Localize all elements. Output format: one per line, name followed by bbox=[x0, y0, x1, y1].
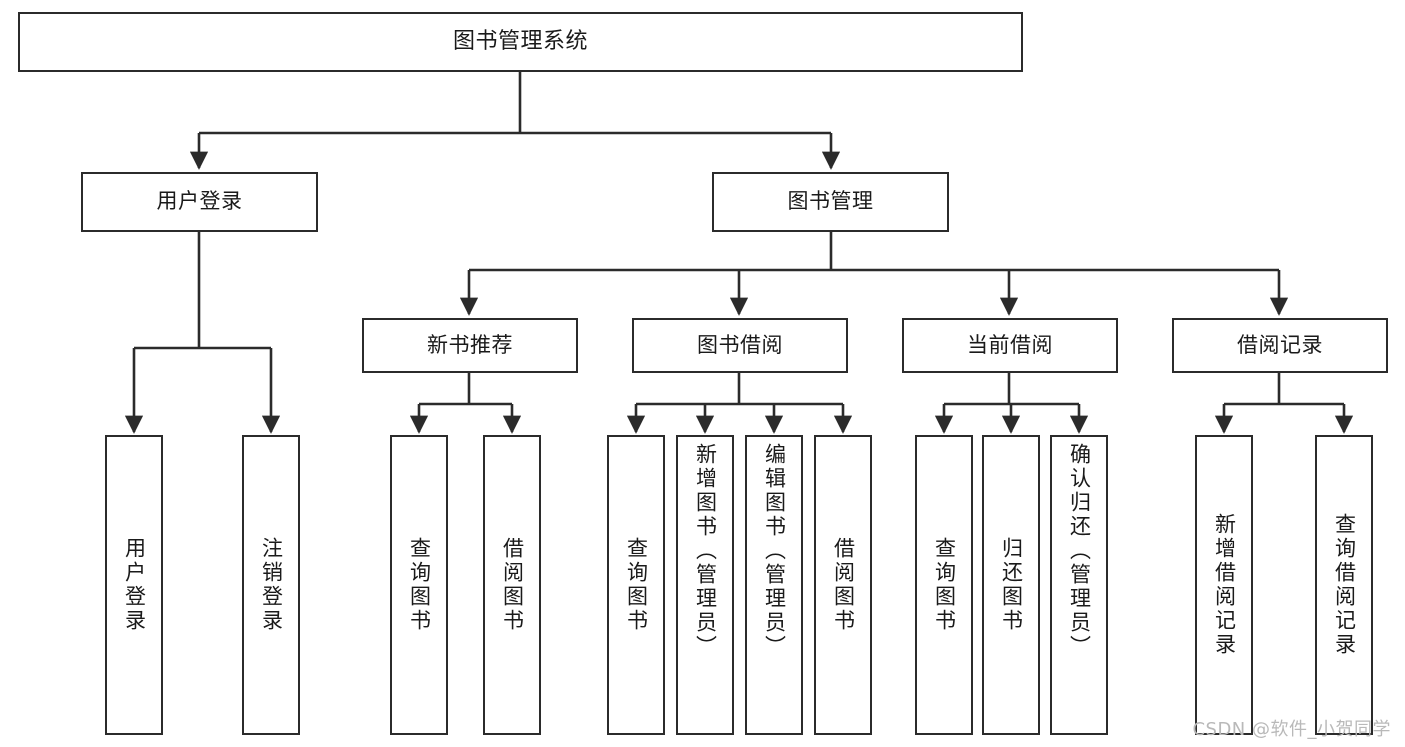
node-label: 归还图书 bbox=[999, 537, 1024, 633]
node-label: 查询图书 bbox=[932, 537, 957, 633]
node-user-login[interactable]: 用户登录 bbox=[81, 172, 318, 232]
node-label: 借阅记录 bbox=[1237, 332, 1323, 357]
node-label: 确认归还（管理员） bbox=[1067, 443, 1092, 659]
node-new-book-recommend[interactable]: 新书推荐 bbox=[362, 318, 578, 373]
node-borrow-record[interactable]: 借阅记录 bbox=[1172, 318, 1388, 373]
leaf-add-borrow-record[interactable]: 新增借阅记录 bbox=[1195, 435, 1253, 735]
node-label: 查询图书 bbox=[407, 537, 432, 633]
node-label: 图书管理 bbox=[787, 189, 874, 214]
node-label: 当前借阅 bbox=[967, 332, 1053, 357]
leaf-borrow-book-borrow[interactable]: 借阅图书 bbox=[814, 435, 872, 735]
leaf-query-book-current[interactable]: 查询图书 bbox=[915, 435, 973, 735]
node-book-borrow[interactable]: 图书借阅 bbox=[632, 318, 848, 373]
node-label: 查询图书 bbox=[624, 537, 649, 633]
leaf-borrow-book-recommend[interactable]: 借阅图书 bbox=[483, 435, 541, 735]
node-label: 注销登录 bbox=[259, 537, 284, 633]
node-label: 编辑图书（管理员） bbox=[762, 443, 787, 659]
leaf-query-book-recommend[interactable]: 查询图书 bbox=[390, 435, 448, 735]
node-label: 借阅图书 bbox=[500, 537, 525, 633]
node-root-book-management-system[interactable]: 图书管理系统 bbox=[18, 12, 1023, 72]
watermark-text: CSDN @软件_小贺同学 bbox=[1192, 719, 1391, 740]
node-label: 新增借阅记录 bbox=[1212, 513, 1237, 657]
leaf-return-book[interactable]: 归还图书 bbox=[982, 435, 1040, 735]
node-label: 图书管理系统 bbox=[452, 28, 588, 54]
leaf-logout-login[interactable]: 注销登录 bbox=[242, 435, 300, 735]
node-label: 用户登录 bbox=[122, 537, 147, 633]
leaf-add-book-admin[interactable]: 新增图书（管理员） bbox=[676, 435, 734, 735]
node-label: 图书借阅 bbox=[697, 332, 783, 357]
leaf-confirm-return-admin[interactable]: 确认归还（管理员） bbox=[1050, 435, 1108, 735]
node-label: 新增图书（管理员） bbox=[693, 443, 718, 659]
node-label: 用户登录 bbox=[156, 189, 243, 214]
node-current-borrow[interactable]: 当前借阅 bbox=[902, 318, 1118, 373]
node-label: 借阅图书 bbox=[831, 537, 856, 633]
node-label: 新书推荐 bbox=[427, 332, 513, 357]
leaf-edit-book-admin[interactable]: 编辑图书（管理员） bbox=[745, 435, 803, 735]
leaf-query-book-borrow[interactable]: 查询图书 bbox=[607, 435, 665, 735]
node-label: 查询借阅记录 bbox=[1332, 513, 1357, 657]
node-book-management[interactable]: 图书管理 bbox=[712, 172, 949, 232]
leaf-query-borrow-record[interactable]: 查询借阅记录 bbox=[1315, 435, 1373, 735]
leaf-user-login[interactable]: 用户登录 bbox=[105, 435, 163, 735]
